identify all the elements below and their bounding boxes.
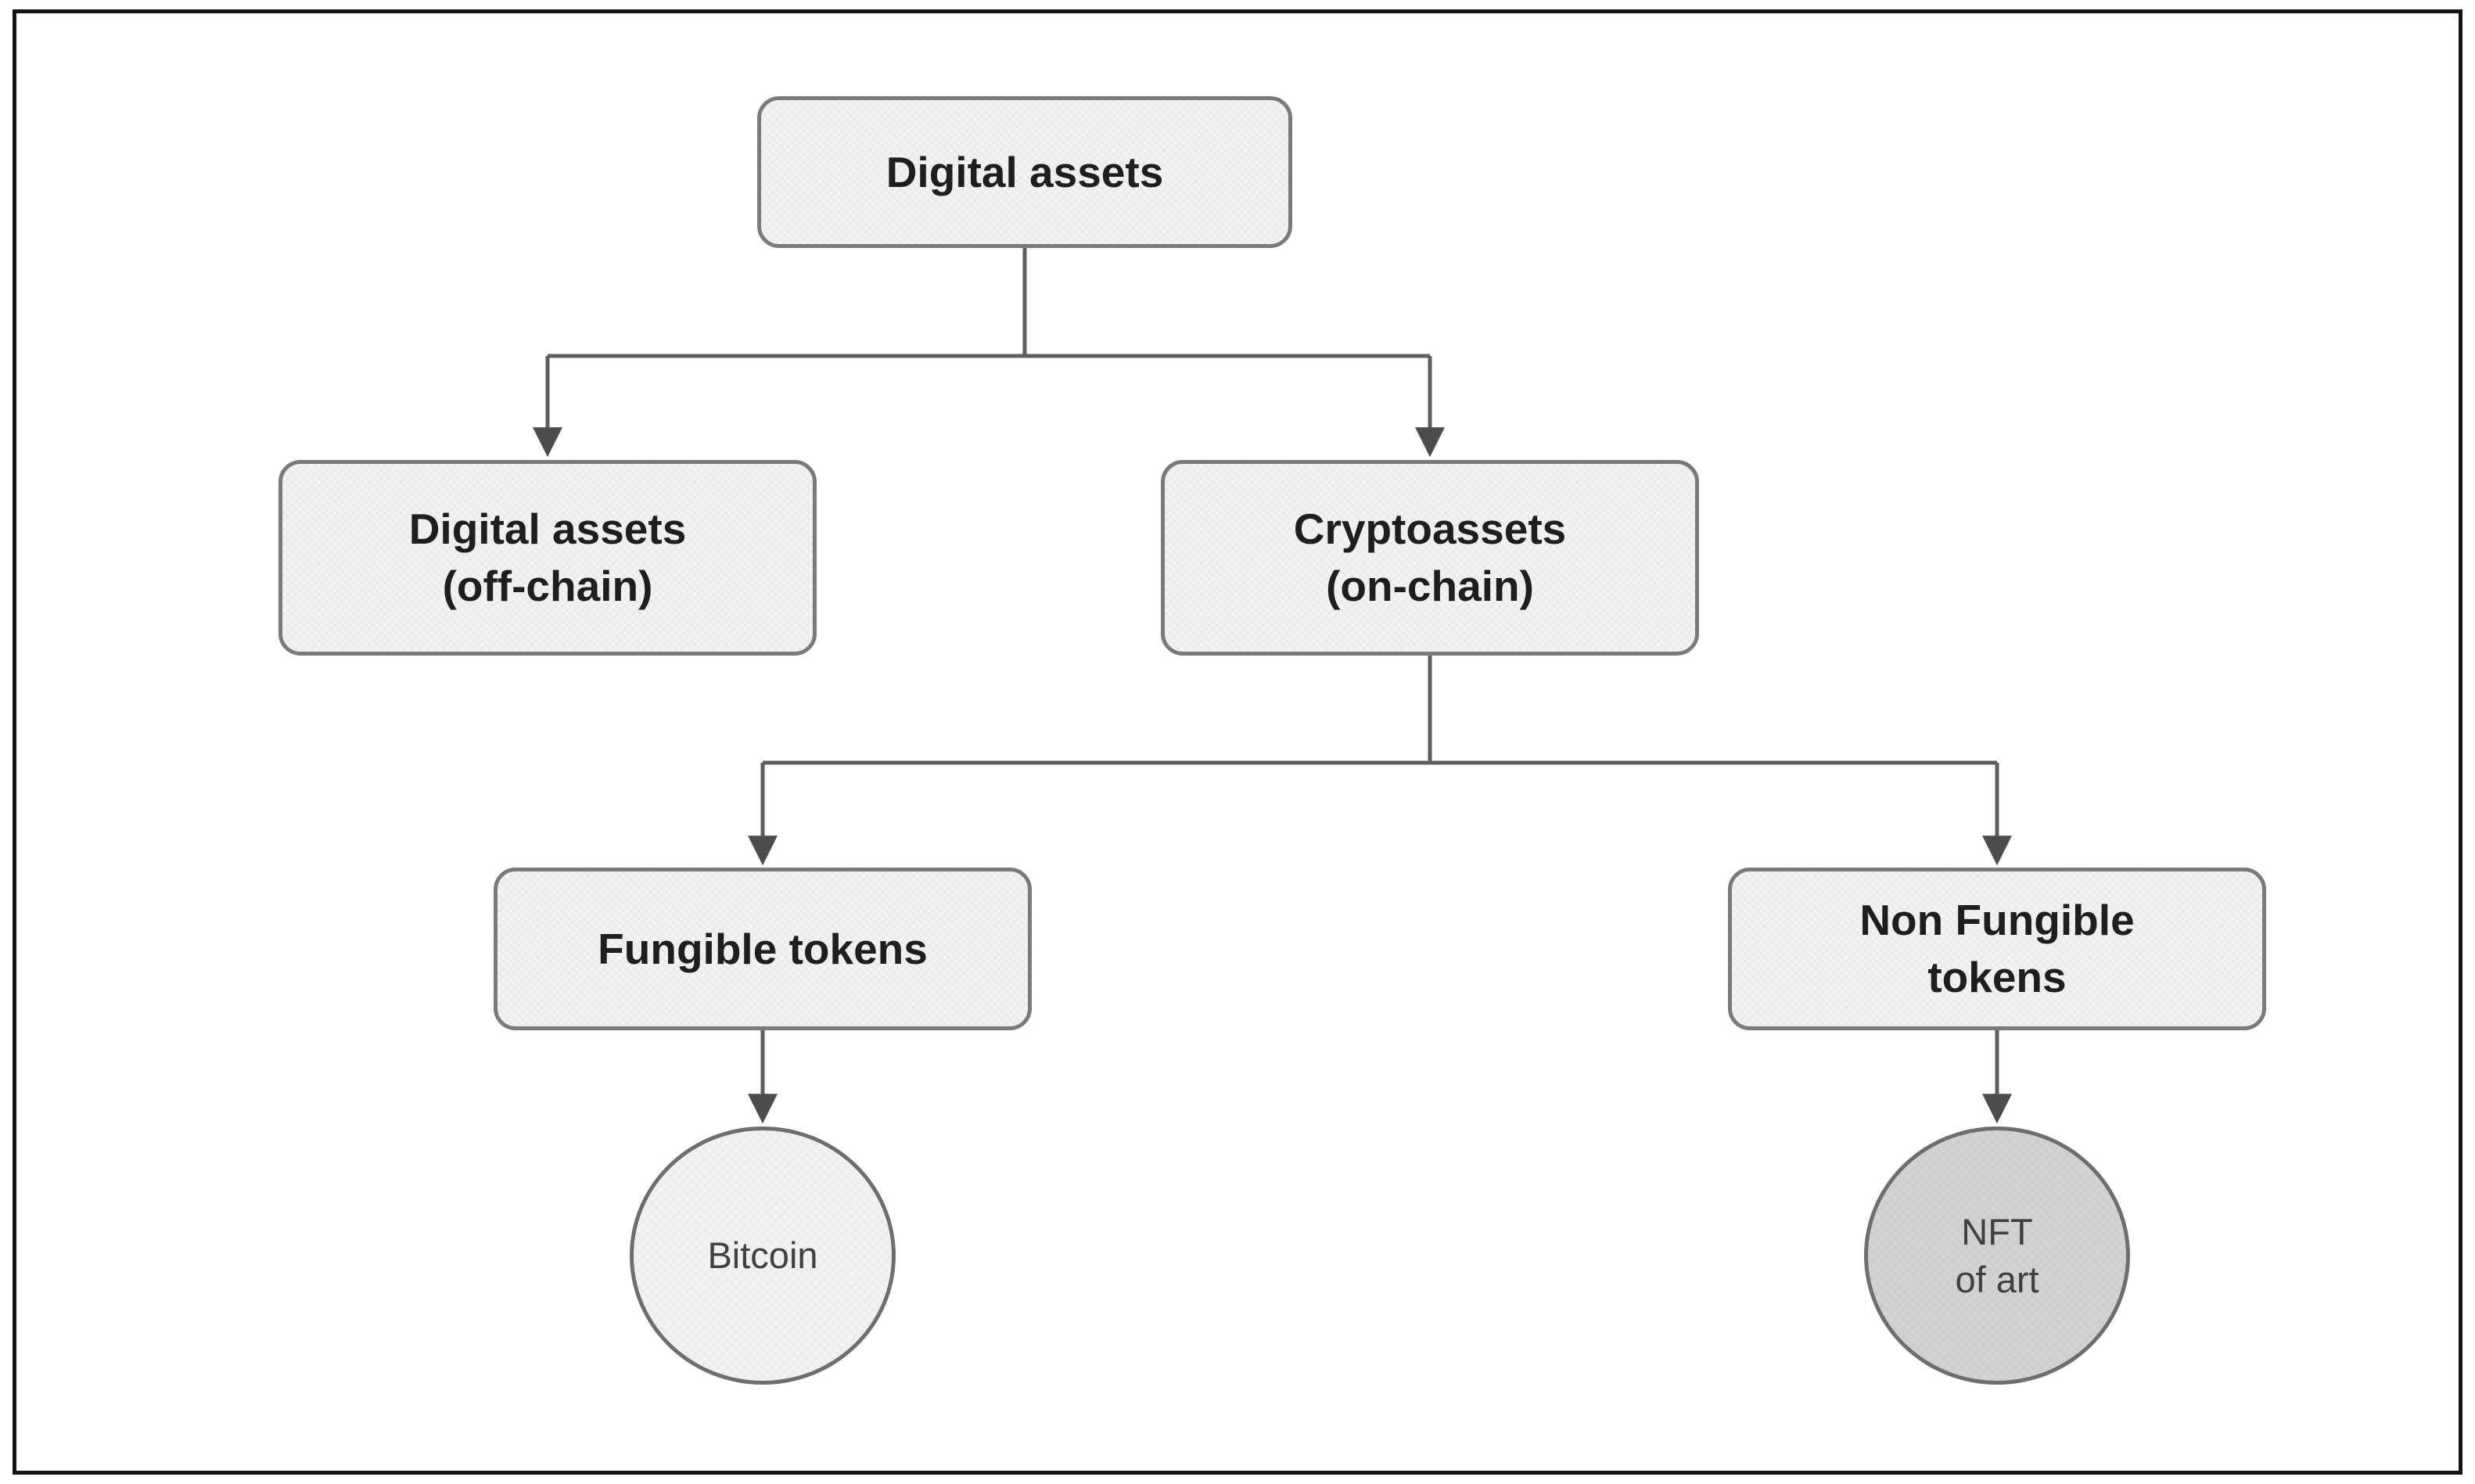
- node-non-fungible-tokens: Non Fungible tokens: [1728, 868, 2266, 1030]
- leaf-nft-of-art-label: NFT of art: [1955, 1210, 2039, 1300]
- node-fungible-tokens-label: Fungible tokens: [598, 924, 928, 973]
- leaf-nft-of-art: NFT of art: [1864, 1126, 2130, 1385]
- node-cryptoassets-onchain: Cryptoassets (on-chain): [1161, 460, 1699, 656]
- node-digital-assets: Digital assets: [757, 96, 1292, 248]
- leaf-bitcoin: Bitcoin: [630, 1126, 896, 1385]
- node-digital-assets-label: Digital assets: [885, 147, 1164, 196]
- node-digital-assets-offchain-label: Digital assets (off-chain): [408, 505, 687, 610]
- node-non-fungible-tokens-label: Non Fungible tokens: [1859, 896, 2135, 1001]
- node-fungible-tokens: Fungible tokens: [494, 868, 1032, 1030]
- node-cryptoassets-onchain-label: Cryptoassets (on-chain): [1293, 505, 1567, 610]
- leaf-bitcoin-label: Bitcoin: [707, 1234, 818, 1277]
- node-digital-assets-offchain: Digital assets (off-chain): [278, 460, 817, 656]
